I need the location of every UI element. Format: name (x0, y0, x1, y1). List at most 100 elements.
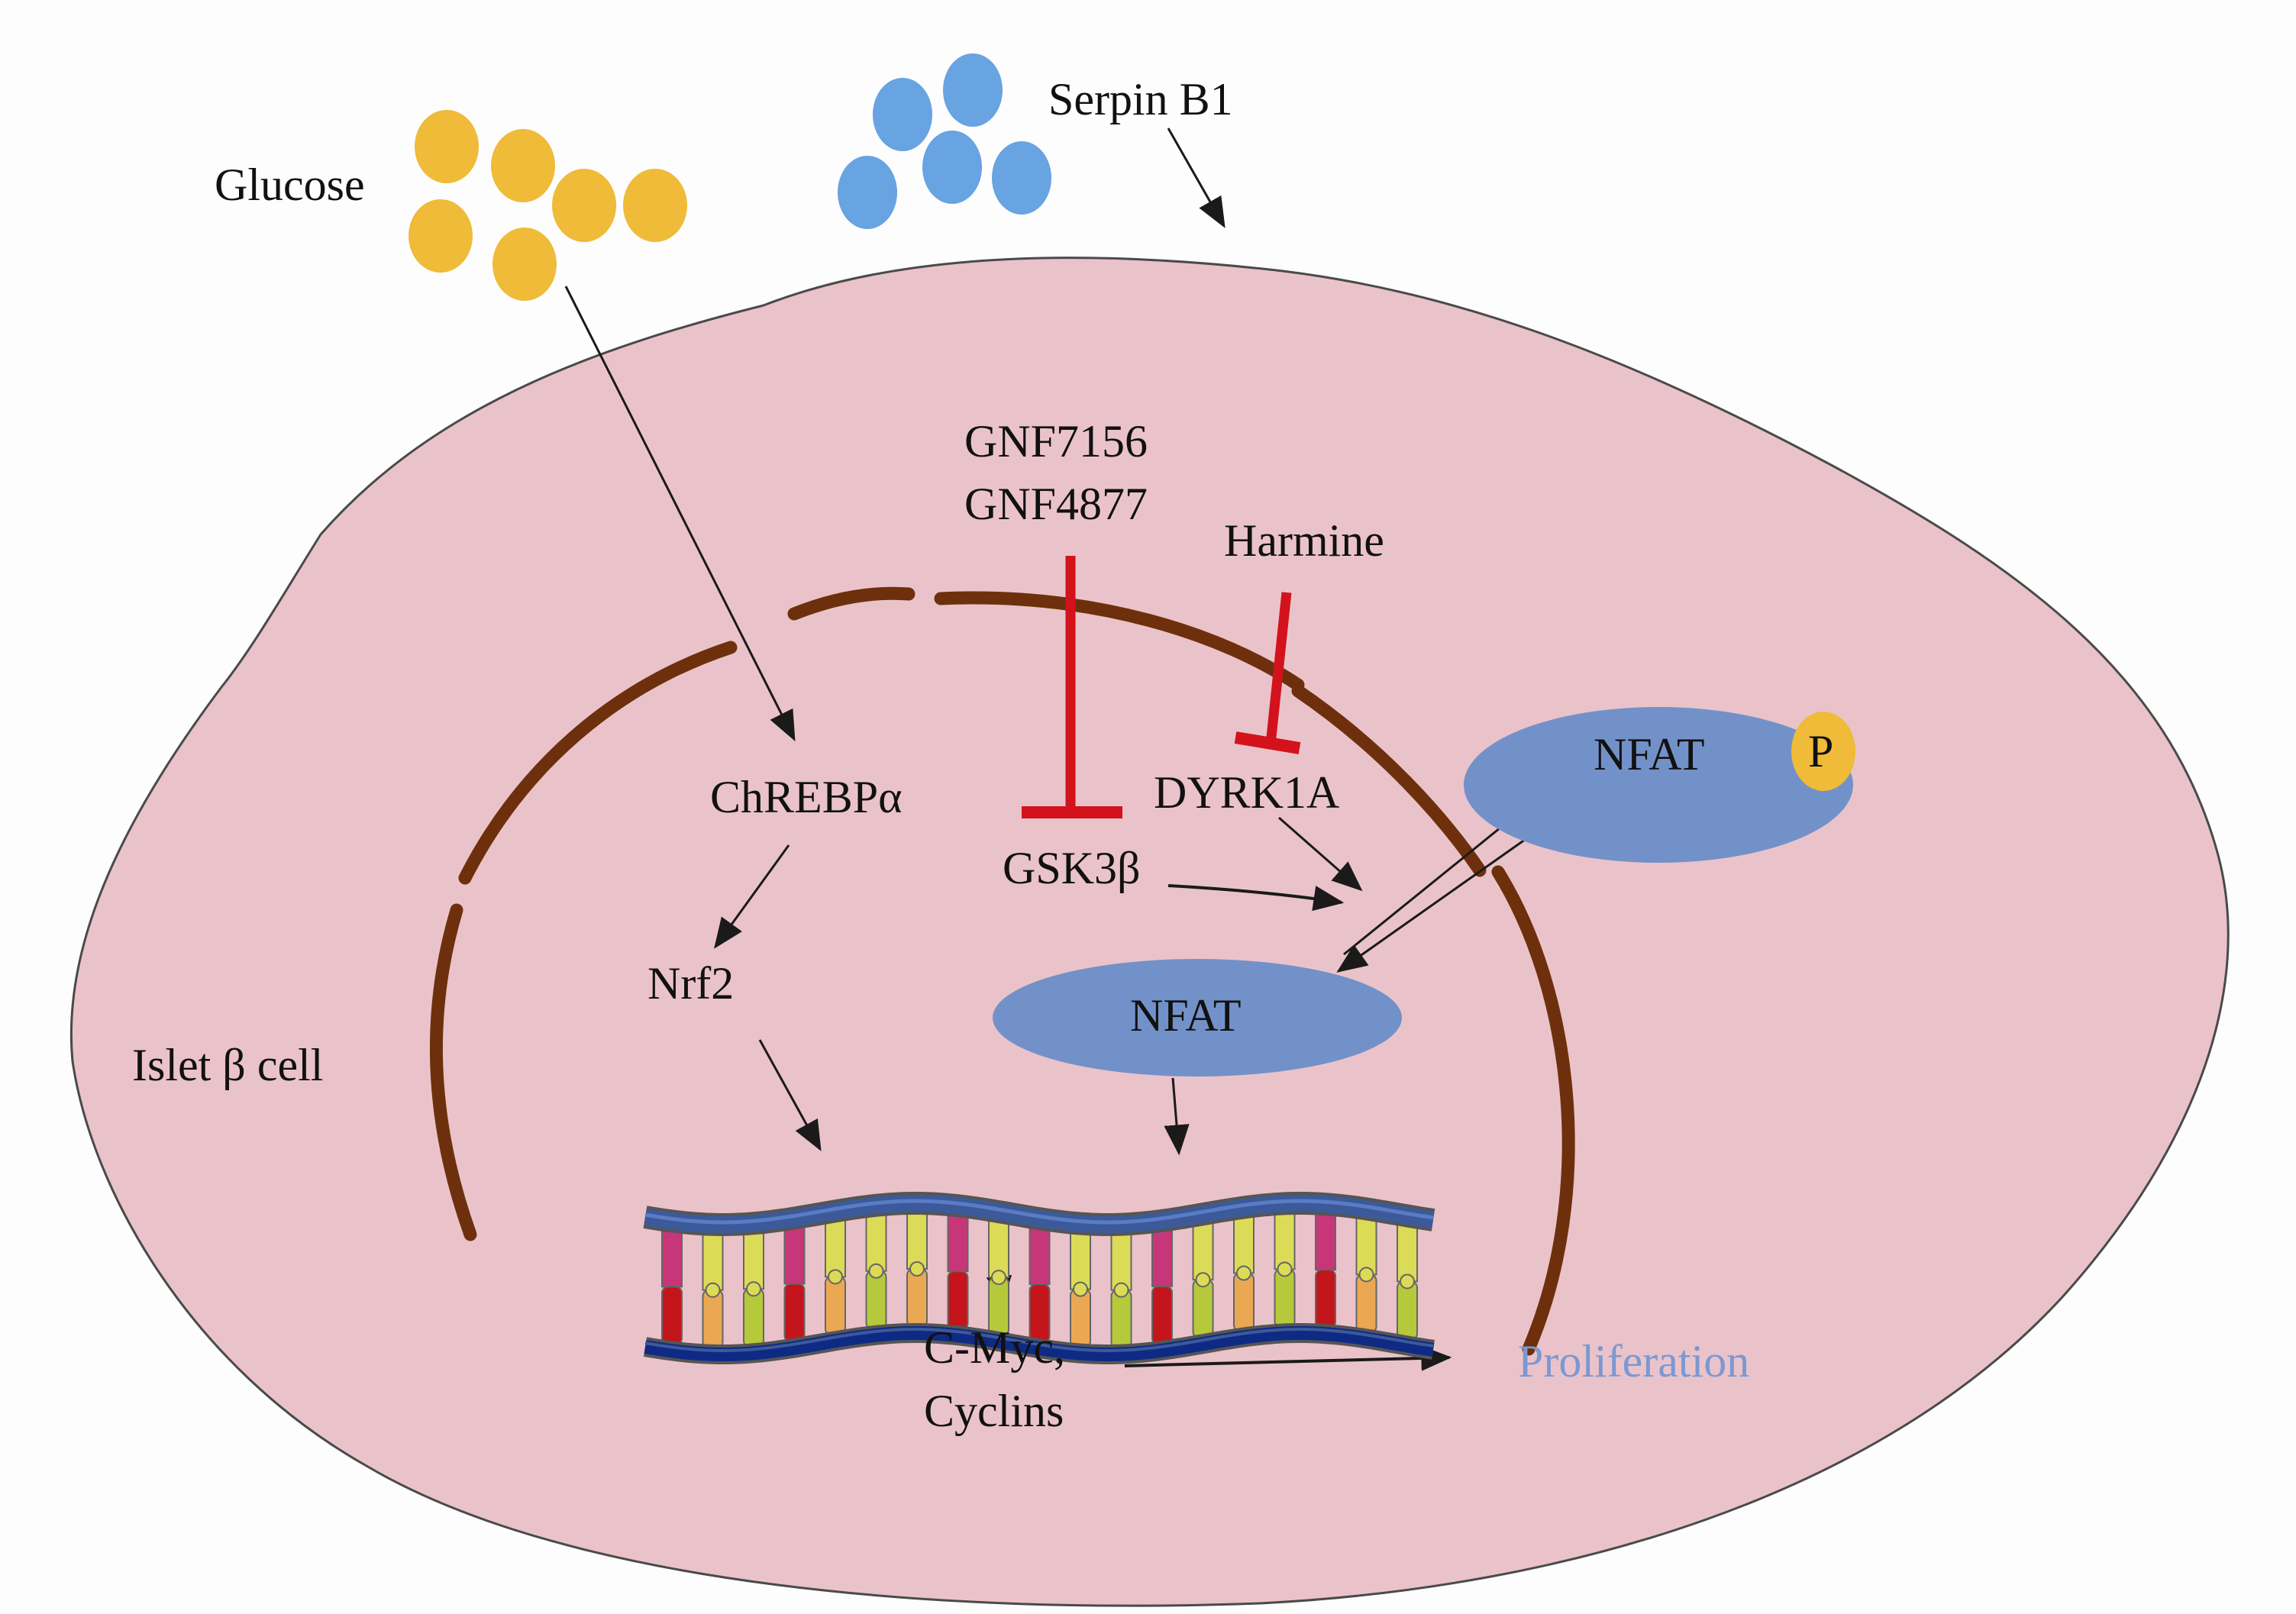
label-glucose: Glucose (215, 160, 365, 210)
label-nfat-p: NFAT (1594, 729, 1705, 780)
label-gsk3b: GSK3β (1003, 843, 1141, 893)
label-nfat: NFAT (1130, 990, 1242, 1041)
dna-base-pair-top (988, 1219, 1009, 1279)
dna-base-knob (1236, 1265, 1251, 1281)
dna-base-knob (1195, 1272, 1211, 1288)
dna-base-pair-bottom (1070, 1288, 1091, 1348)
serpin-molecule (943, 53, 1003, 127)
label-harmine: Harmine (1224, 515, 1384, 566)
dna-base-pair-top (702, 1231, 724, 1291)
dna-base-pair-top (1315, 1211, 1336, 1271)
dna-base-knob (1277, 1261, 1293, 1277)
nuclear-envelope-segment (934, 591, 1305, 692)
dna-base-pair-top (1355, 1215, 1377, 1276)
nuclear-envelope (429, 586, 1575, 1356)
dna-base-knob (828, 1269, 843, 1285)
dna-base-pair-top (947, 1212, 969, 1273)
dna-base-pair-bottom (702, 1289, 724, 1349)
label-serpin-b1: Serpin B1 (1048, 74, 1233, 124)
dna-base-pair-top (865, 1212, 887, 1272)
serpin-molecule (838, 156, 897, 229)
phosphate-circle (1791, 712, 1855, 791)
dna-base-pair-top (1274, 1210, 1296, 1270)
dna-base-knob (746, 1281, 761, 1297)
glucose-molecules (409, 110, 687, 301)
nfat-p-ellipse (1464, 707, 1853, 863)
nuclear-envelope-segment (458, 641, 738, 885)
dna-base-pair-top (1151, 1227, 1173, 1287)
dna-base-pair-top (1110, 1231, 1132, 1291)
nuclear-envelope-segment (787, 586, 915, 621)
dna-base-knob (868, 1263, 884, 1279)
dna-base-pair-top (1192, 1221, 1214, 1281)
dna-base-knob (1113, 1282, 1129, 1298)
dna-base-pair-bottom (783, 1283, 806, 1343)
dna-base-pair-top (825, 1218, 846, 1278)
label-phosphate: P (1808, 726, 1833, 776)
arrow-nfat-dna (1164, 1077, 1190, 1156)
dna-base-pair-top (783, 1225, 806, 1285)
cell-membrane (69, 257, 2230, 1607)
dna-base-pair-bottom (1355, 1273, 1377, 1334)
dna-base-pair-top (1029, 1225, 1051, 1286)
arrow-chrebp-nrf2 (714, 844, 790, 949)
dna-backbone-top (644, 1195, 1435, 1233)
arrow-cmyc-proliferation (1124, 1345, 1452, 1371)
serpin-molecule (992, 141, 1051, 215)
dna-base-pair-top (1233, 1214, 1255, 1274)
glucose-molecule (415, 110, 479, 183)
inhibitor-harmine (1234, 592, 1301, 754)
label-islet-beta-cell: Islet β cell (132, 1040, 323, 1090)
dna-base-pair-bottom (1192, 1279, 1214, 1339)
serpin-molecule (922, 131, 982, 204)
dna-backbone-bottom-highlight (644, 1328, 1434, 1352)
dna-base-knob (909, 1261, 925, 1277)
nfat-phosphorylated (1464, 707, 1855, 863)
dna-base-pair-top (906, 1210, 928, 1270)
label-nrf2: Nrf2 (647, 958, 734, 1009)
dna-base-pair-bottom (947, 1270, 969, 1331)
arrows (564, 128, 1549, 1371)
dna-base-pair-bottom (1315, 1269, 1336, 1329)
dna-base-pair-top (743, 1230, 764, 1290)
dna-base-knob (1358, 1267, 1374, 1283)
dna-base-knob (1073, 1281, 1088, 1297)
nuclear-envelope-segment (429, 903, 477, 1241)
dna-base-pair-top (661, 1228, 683, 1288)
label-proliferation: Proliferation (1518, 1336, 1749, 1386)
dna-base-pair-bottom (743, 1288, 764, 1348)
label-gnf7156: GNF7156 (964, 416, 1148, 466)
serpin-molecules (838, 53, 1051, 229)
glucose-molecule (491, 129, 555, 202)
dna-base-knob (991, 1270, 1006, 1286)
dna-base-knob (705, 1282, 721, 1298)
dna-base-pair-bottom (865, 1270, 887, 1330)
nuclear-envelope-segment (1291, 684, 1487, 877)
dna-base-pair-bottom (906, 1268, 928, 1328)
arrow-dyrk1a-nfat (1278, 816, 1363, 892)
arrow-nrf2-dna (758, 1039, 822, 1151)
dna-base-pair-bottom (1233, 1272, 1255, 1332)
dna-base-pair-bottom (1274, 1268, 1296, 1328)
arrow-gsk3b-nfat (1167, 884, 1345, 912)
dna-backbone-bottom (644, 1326, 1435, 1361)
dna-base-pair-bottom (1397, 1280, 1418, 1341)
label-gnf4877: GNF4877 (964, 479, 1148, 529)
inhibitor-gnf (1022, 556, 1122, 818)
glucose-molecule (552, 169, 616, 242)
nfat-nuclear-ellipse (993, 959, 1402, 1077)
serpin-molecule (873, 78, 932, 151)
dna-base-pair-bottom (661, 1286, 683, 1346)
dna-strand (643, 1192, 1435, 1364)
glucose-molecule (623, 169, 687, 242)
dna-base-pair-bottom (825, 1276, 846, 1336)
label-cyclins: Cyclins (924, 1386, 1064, 1436)
dna-base-knob (1400, 1273, 1415, 1290)
dna-backbone-top-highlight (644, 1199, 1434, 1225)
label-cmyc: C-Myc, (924, 1322, 1065, 1373)
dna-base-pair-bottom (1151, 1285, 1173, 1345)
nuclear-envelope-segment (1491, 865, 1575, 1356)
arrow-serpin-cell (1167, 128, 1226, 228)
glucose-molecule (492, 228, 557, 301)
